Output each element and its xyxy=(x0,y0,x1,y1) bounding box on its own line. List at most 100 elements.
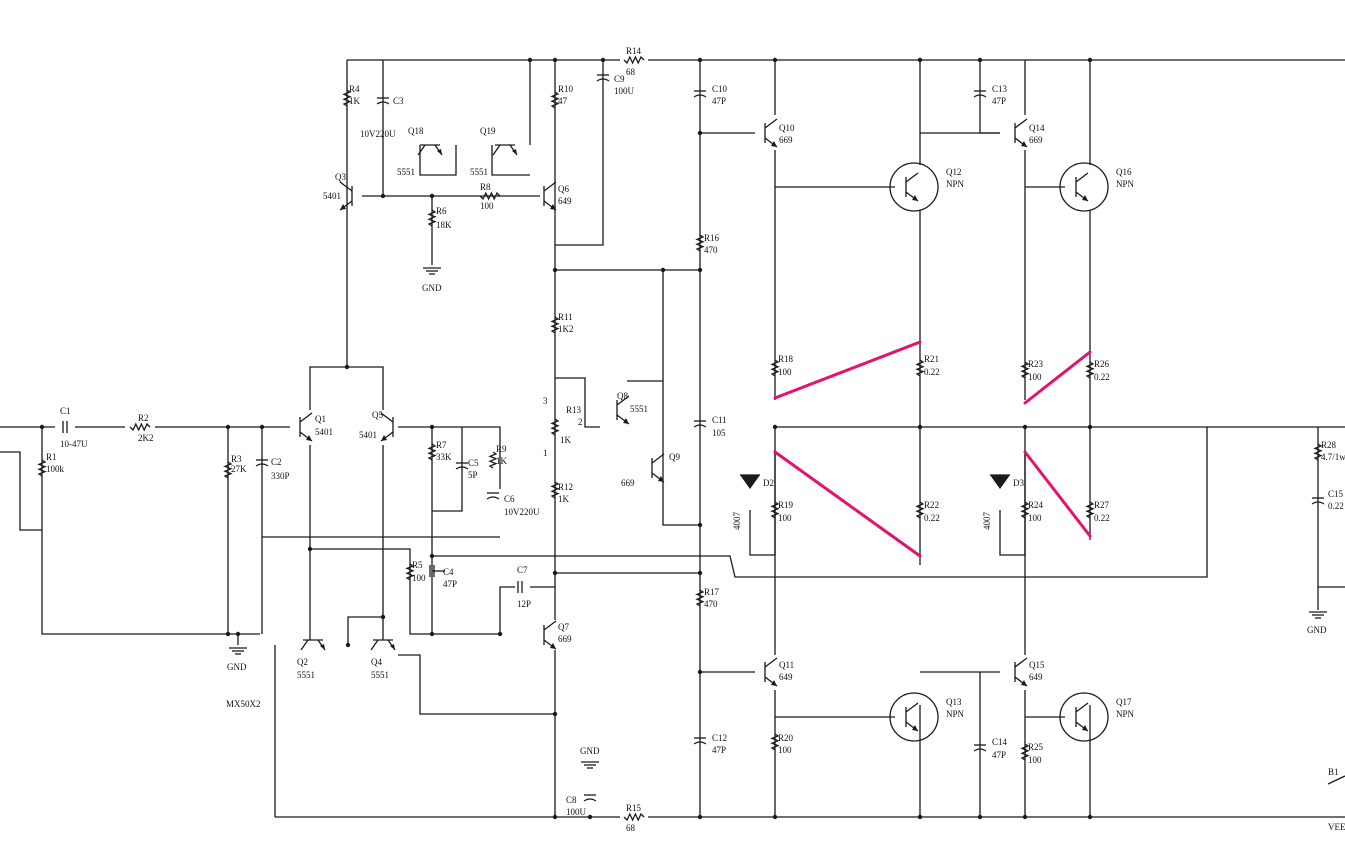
highlight-stroke-1 xyxy=(773,340,922,400)
resistor-r11 xyxy=(550,316,560,334)
value-r3: 27K xyxy=(231,464,247,474)
value-r28: 4.7/1w xyxy=(1321,452,1345,462)
resistor-r8 xyxy=(479,191,501,201)
transistor-q19 xyxy=(492,144,518,156)
resistor-r28 xyxy=(1313,443,1323,461)
value-r17: 470 xyxy=(704,599,718,609)
junction-dot xyxy=(1087,814,1093,820)
ref-q4: Q4 xyxy=(371,657,382,667)
value-r27: 0.22 xyxy=(1094,513,1110,523)
ref-r21: R21 xyxy=(924,354,939,364)
highlight-annotations xyxy=(773,340,1092,558)
ref-c14: C14 xyxy=(992,737,1008,747)
junction-dot xyxy=(587,814,593,820)
ref-r9: R9 xyxy=(496,444,507,454)
highlight-stroke-2 xyxy=(773,450,922,558)
resistor-r1 xyxy=(37,459,47,477)
ref-r16: R16 xyxy=(704,233,720,243)
junction-dot xyxy=(552,267,558,273)
vee-label: VEE xyxy=(1328,822,1345,832)
ref-r20: R20 xyxy=(778,733,794,743)
pot-pin-3: 3 xyxy=(543,396,548,406)
wire-q18 xyxy=(419,145,457,176)
capacitor-c6 xyxy=(486,492,500,500)
value-r6: 18K xyxy=(436,220,452,230)
value-c4: 47P xyxy=(443,579,457,589)
part-number-label: MX50X2 xyxy=(226,699,261,709)
value-r26: 0.22 xyxy=(1094,372,1110,382)
value-q15: 649 xyxy=(1029,672,1043,682)
value-c12: 47P xyxy=(712,745,726,755)
ref-r23: R23 xyxy=(1028,359,1044,369)
value-r16: 470 xyxy=(704,245,718,255)
junction-dot xyxy=(552,711,558,717)
ref-q1: Q1 xyxy=(315,414,326,424)
value-c5: 5P xyxy=(468,470,478,480)
value-q10: 669 xyxy=(779,135,793,145)
value-d3: 4007 xyxy=(982,512,992,531)
junction-dot xyxy=(772,814,778,820)
resistor-r10 xyxy=(550,91,560,109)
ref-r7: R7 xyxy=(436,440,447,450)
ground-symbol xyxy=(1309,611,1327,619)
junction-dot xyxy=(380,193,386,199)
capacitor-c15 xyxy=(1311,497,1325,505)
resistor-r14 xyxy=(623,55,645,65)
ref-c4: C4 xyxy=(443,567,454,577)
ref-q2: Q2 xyxy=(297,657,308,667)
resistor-r3 xyxy=(223,461,233,479)
ref-d3: D3 xyxy=(1013,478,1024,488)
ref-c15: C15 xyxy=(1328,489,1344,499)
ref-q3: Q3 xyxy=(335,172,346,182)
transistor-q3 xyxy=(339,181,353,211)
value-r2: 2K2 xyxy=(138,433,154,443)
resistor-r16 xyxy=(695,234,705,252)
ref-q9: Q9 xyxy=(669,452,680,462)
ref-q11: Q11 xyxy=(779,660,794,670)
ref-q10: Q10 xyxy=(779,123,795,133)
value-q5: 5401 xyxy=(359,430,377,440)
gnd-label-4: GND xyxy=(1307,625,1327,635)
wire-pot-wiper xyxy=(555,377,600,428)
ref-c1: C1 xyxy=(60,406,71,416)
transistor-q11 xyxy=(764,657,778,687)
junction-dot xyxy=(552,570,558,576)
battery-b1 xyxy=(1327,775,1345,785)
transistor-q1 xyxy=(299,412,313,442)
capacitor-c9 xyxy=(596,74,610,82)
ground-symbol xyxy=(229,647,247,655)
junction-dot xyxy=(39,424,45,430)
wire-feedback-out xyxy=(432,426,1208,578)
ref-c7: C7 xyxy=(517,565,528,575)
value-c14: 47P xyxy=(992,750,1006,760)
resistor-r6 xyxy=(427,209,437,227)
resistor-r23 xyxy=(1020,361,1030,379)
resistor-r26 xyxy=(1085,361,1095,379)
value-r14: 68 xyxy=(626,67,636,77)
pot-pin-1: 1 xyxy=(543,448,548,458)
ref-r2: R2 xyxy=(138,413,149,423)
ref-q5: Q5 xyxy=(372,410,383,420)
ref-q18: Q18 xyxy=(408,126,424,136)
transistor-q7 xyxy=(543,620,557,650)
wire-c5 xyxy=(432,427,463,512)
ref-r22: R22 xyxy=(924,500,939,510)
ref-r6: R6 xyxy=(436,206,447,216)
junction-dot xyxy=(772,57,778,63)
ground-symbol xyxy=(581,761,599,769)
ref-c3: C3 xyxy=(393,96,404,106)
value-c9: 100U xyxy=(614,86,635,96)
value-q16: NPN xyxy=(1116,179,1135,189)
value-q8: 5551 xyxy=(630,404,648,414)
capacitor-c13 xyxy=(973,90,987,98)
value-r21: 0.22 xyxy=(924,367,940,377)
value-r8: 100 xyxy=(480,201,494,211)
ref-r25: R25 xyxy=(1028,742,1044,752)
ref-r18: R18 xyxy=(778,354,794,364)
wires xyxy=(0,57,1345,820)
ref-r11: R11 xyxy=(558,312,573,322)
ref-q7: Q7 xyxy=(558,622,569,632)
resistor-r18 xyxy=(770,359,780,377)
junction-dot xyxy=(697,130,703,136)
ref-r10: R10 xyxy=(558,84,574,94)
